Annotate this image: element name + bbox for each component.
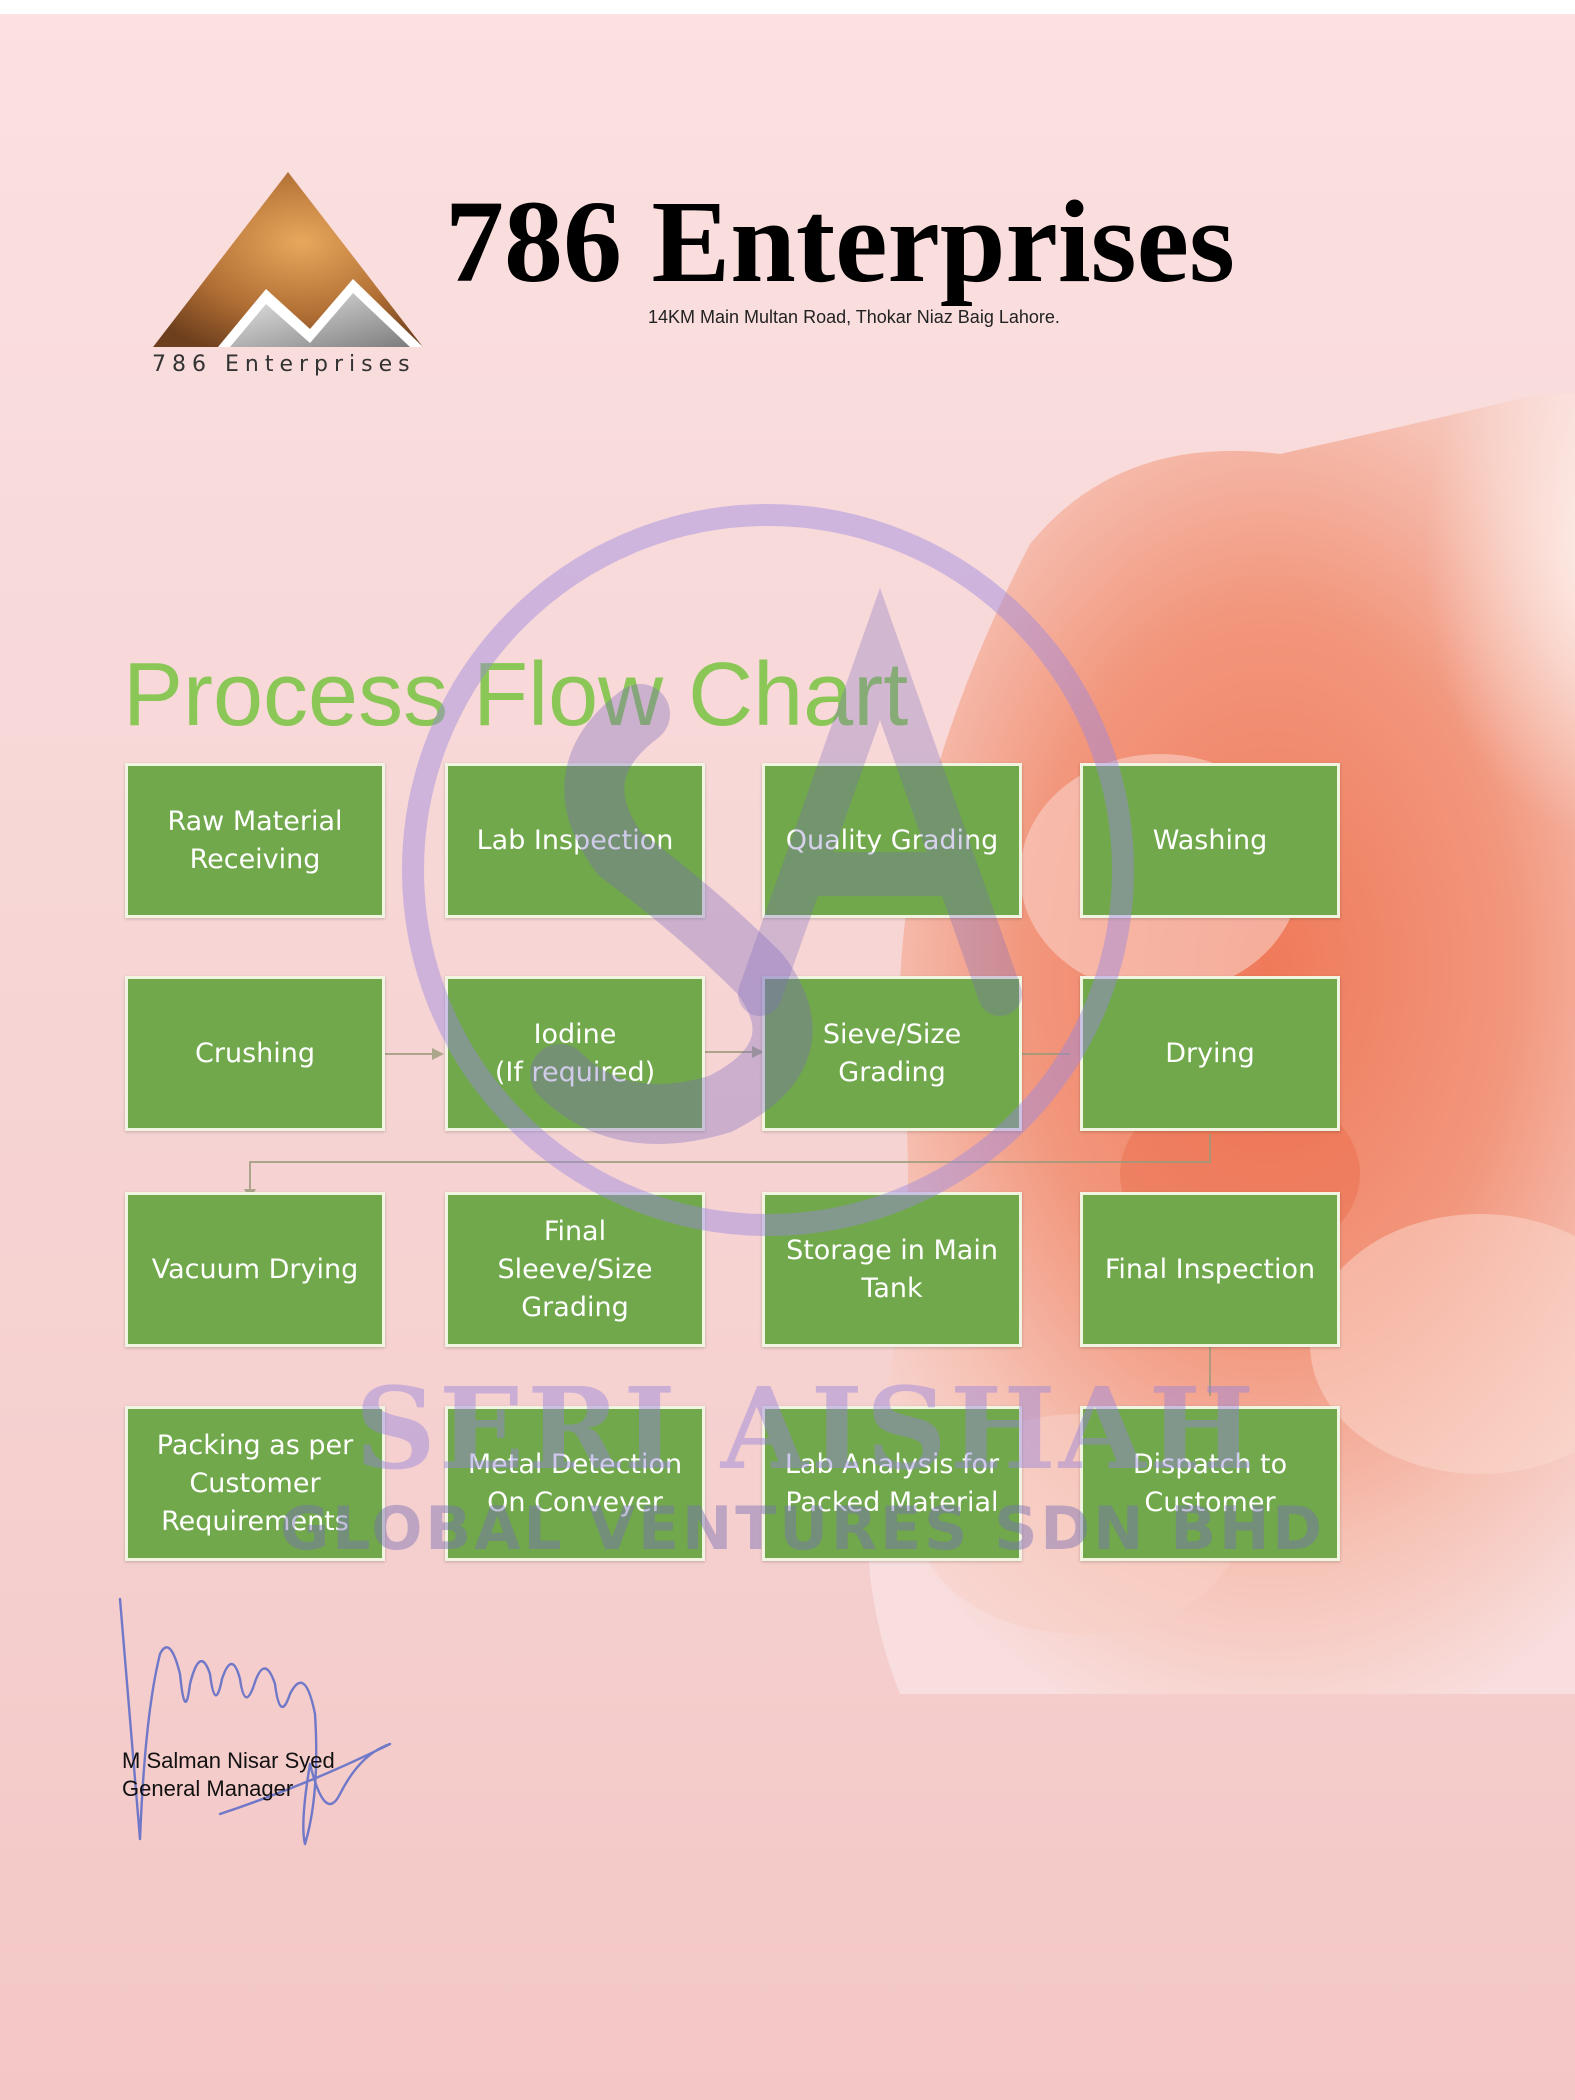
step-crushing: Crushing — [125, 976, 385, 1131]
step-lab-inspection: Lab Inspection — [445, 763, 705, 918]
signatory-block: M Salman Nisar Syed General Manager — [122, 1747, 335, 1803]
step-metal-detection: Metal Detection On Conveyer — [445, 1406, 705, 1561]
logo-wordmark: 786 Enterprises — [152, 352, 416, 377]
step-sieve-size-grading: Sieve/Size Grading — [762, 976, 1022, 1131]
chart-title: Process Flow Chart — [123, 645, 909, 745]
company-name: 786 Enterprises — [445, 176, 1235, 307]
watermark-line-1: SERI AISHAH — [355, 1364, 1258, 1495]
step-quality-grading: Quality Grading — [762, 763, 1022, 918]
step-iodine: Iodine (If required) — [445, 976, 705, 1131]
step-raw-material-receiving: Raw Material Receiving — [125, 763, 385, 918]
step-washing: Washing — [1080, 763, 1340, 918]
signatory-name: M Salman Nisar Syed — [122, 1748, 335, 1773]
step-final-sleeve-size-grading: Final Sleeve/Size Grading — [445, 1192, 705, 1347]
step-drying: Drying — [1080, 976, 1340, 1131]
step-storage-main-tank: Storage in Main Tank — [762, 1192, 1022, 1347]
step-vacuum-drying: Vacuum Drying — [125, 1192, 385, 1347]
document-page: 786 Enterprises 786 Enterprises 14KM Mai… — [0, 14, 1575, 2100]
signatory-title: General Manager — [122, 1776, 294, 1801]
signature — [118, 1597, 392, 1846]
step-packing: Packing as per Customer Requirements — [125, 1406, 385, 1561]
watermark-line-2: GLOBAL VENTURES SDN BHD — [280, 1494, 1326, 1564]
step-lab-analysis: Lab Analysis for Packed Material — [762, 1406, 1022, 1561]
step-final-inspection: Final Inspection — [1080, 1192, 1340, 1347]
company-address: 14KM Main Multan Road, Thokar Niaz Baig … — [648, 307, 1060, 327]
step-dispatch-to-customer: Dispatch to Customer — [1080, 1406, 1340, 1561]
company-logo — [153, 172, 423, 347]
